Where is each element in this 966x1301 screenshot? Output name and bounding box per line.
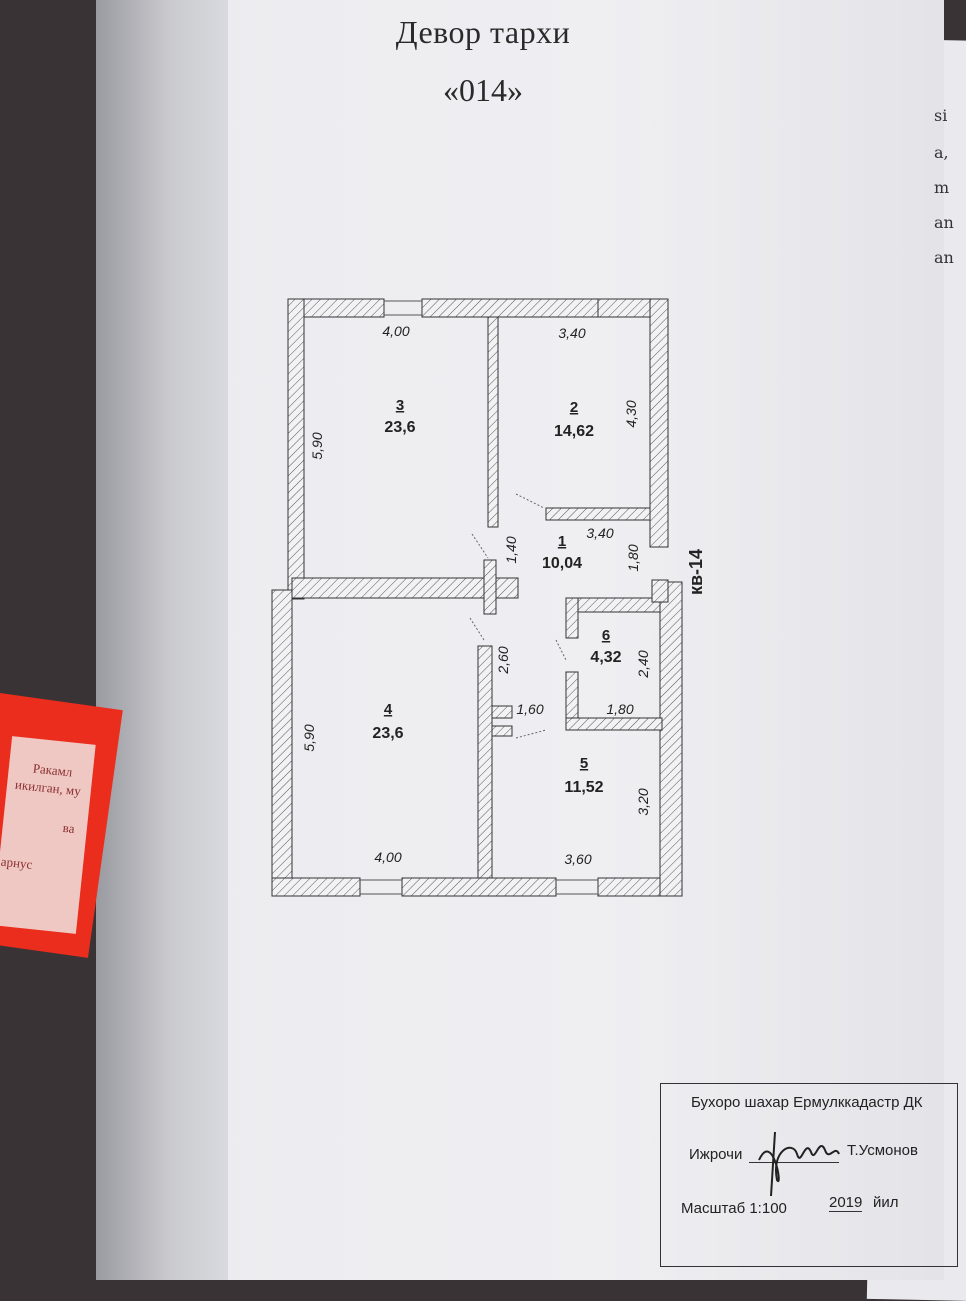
wall-left-lower bbox=[271, 589, 293, 897]
room-4-number: 4 bbox=[384, 701, 393, 718]
document-page bbox=[96, 0, 944, 1280]
scale-label: Масштаб 1:100 bbox=[681, 1200, 787, 1217]
wall-partition-4-5 bbox=[477, 645, 493, 879]
year-suffix: йил bbox=[873, 1194, 899, 1211]
room-4-area: 23,6 bbox=[372, 725, 403, 742]
wall-right-lower bbox=[659, 581, 683, 897]
dim-room5-height: 3,20 bbox=[635, 788, 651, 815]
wall-room6-frame bbox=[567, 597, 661, 613]
room-5-number: 5 bbox=[580, 755, 588, 772]
room-2-number: 2 bbox=[570, 399, 578, 416]
margin-fragment: an bbox=[934, 213, 954, 232]
organization-name: Бухоро шахар Ермулккадастр ДК bbox=[691, 1094, 923, 1111]
dim-room5-width: 3,60 bbox=[564, 851, 591, 867]
openings bbox=[360, 300, 598, 895]
room-3-area: 23,6 bbox=[384, 419, 415, 436]
wall-notch-right bbox=[651, 579, 669, 603]
wall-room6-left bbox=[565, 597, 579, 639]
margin-fragment: m bbox=[934, 178, 950, 197]
wall-room6-left-low bbox=[565, 671, 579, 721]
walls bbox=[271, 298, 683, 897]
dim-room5-top: 1,60 bbox=[516, 701, 543, 717]
label-fragment: ва bbox=[62, 819, 76, 837]
executor-label: Ижрочи bbox=[689, 1146, 743, 1163]
dim-room2-height: 4,30 bbox=[623, 400, 639, 427]
dim-room1-height: 1,80 bbox=[625, 544, 641, 571]
room-1-number: 1 bbox=[558, 533, 566, 550]
wall-stub-1 bbox=[483, 559, 497, 615]
door-swings bbox=[469, 493, 567, 739]
dim-room3-width: 4,00 bbox=[382, 323, 409, 339]
executor-name: Т.Усмонов bbox=[847, 1142, 918, 1159]
dim-room6-height: 2,40 bbox=[635, 650, 651, 678]
dim-room4-width: 4,00 bbox=[374, 849, 401, 865]
signature-scribble bbox=[758, 1131, 840, 1197]
page-shadow bbox=[96, 0, 228, 1280]
wall-room2-bottom bbox=[545, 507, 651, 521]
apartment-label: кв-14 bbox=[686, 549, 706, 595]
wall-bottom-middle bbox=[401, 877, 557, 897]
margin-fragment: si bbox=[934, 106, 948, 125]
room-6-area: 4,32 bbox=[590, 649, 621, 666]
wall-stub-2 bbox=[491, 705, 513, 719]
room-5-area: 11,52 bbox=[564, 779, 603, 796]
wall-room5-top bbox=[565, 717, 663, 731]
wall-bottom-left bbox=[271, 877, 361, 897]
executor-signature-line bbox=[749, 1146, 839, 1163]
room-6-number: 6 bbox=[602, 627, 610, 644]
document-number: «014» bbox=[443, 72, 523, 108]
year-value: 2019 bbox=[829, 1194, 863, 1212]
label-fragment: Ракамл bbox=[32, 760, 74, 780]
margin-fragment: a, bbox=[934, 143, 949, 162]
wall-left-upper bbox=[287, 298, 305, 600]
margin-fragment: an bbox=[934, 248, 954, 267]
title-block: Бухоро шахар Ермулккадастр ДК Ижрочи Т.У… bbox=[660, 1083, 958, 1267]
dim-room4-height: 5,90 bbox=[301, 724, 317, 751]
wall-top-middle bbox=[421, 298, 601, 318]
wall-room5-left-top bbox=[491, 725, 513, 737]
dim-room4-door: 2,60 bbox=[495, 646, 511, 674]
room-2-area: 14,62 bbox=[554, 423, 594, 440]
wall-partition-3-2 bbox=[487, 316, 499, 528]
dim-room1-width: 3,40 bbox=[586, 525, 613, 541]
wall-between-3-4 bbox=[291, 577, 519, 599]
dim-room1-door: 1,40 bbox=[503, 536, 519, 563]
room-3-number: 3 bbox=[396, 397, 404, 414]
dim-room6-width: 1,80 bbox=[606, 701, 633, 717]
dim-room2-width: 3,40 bbox=[558, 325, 585, 341]
dim-room3-height: 5,90 bbox=[309, 432, 325, 459]
room-1-area: 10,04 bbox=[542, 555, 582, 572]
document-title: Девор тархи bbox=[395, 14, 571, 50]
wall-right-upper bbox=[649, 298, 669, 548]
label-fragment: арнус bbox=[0, 853, 34, 872]
